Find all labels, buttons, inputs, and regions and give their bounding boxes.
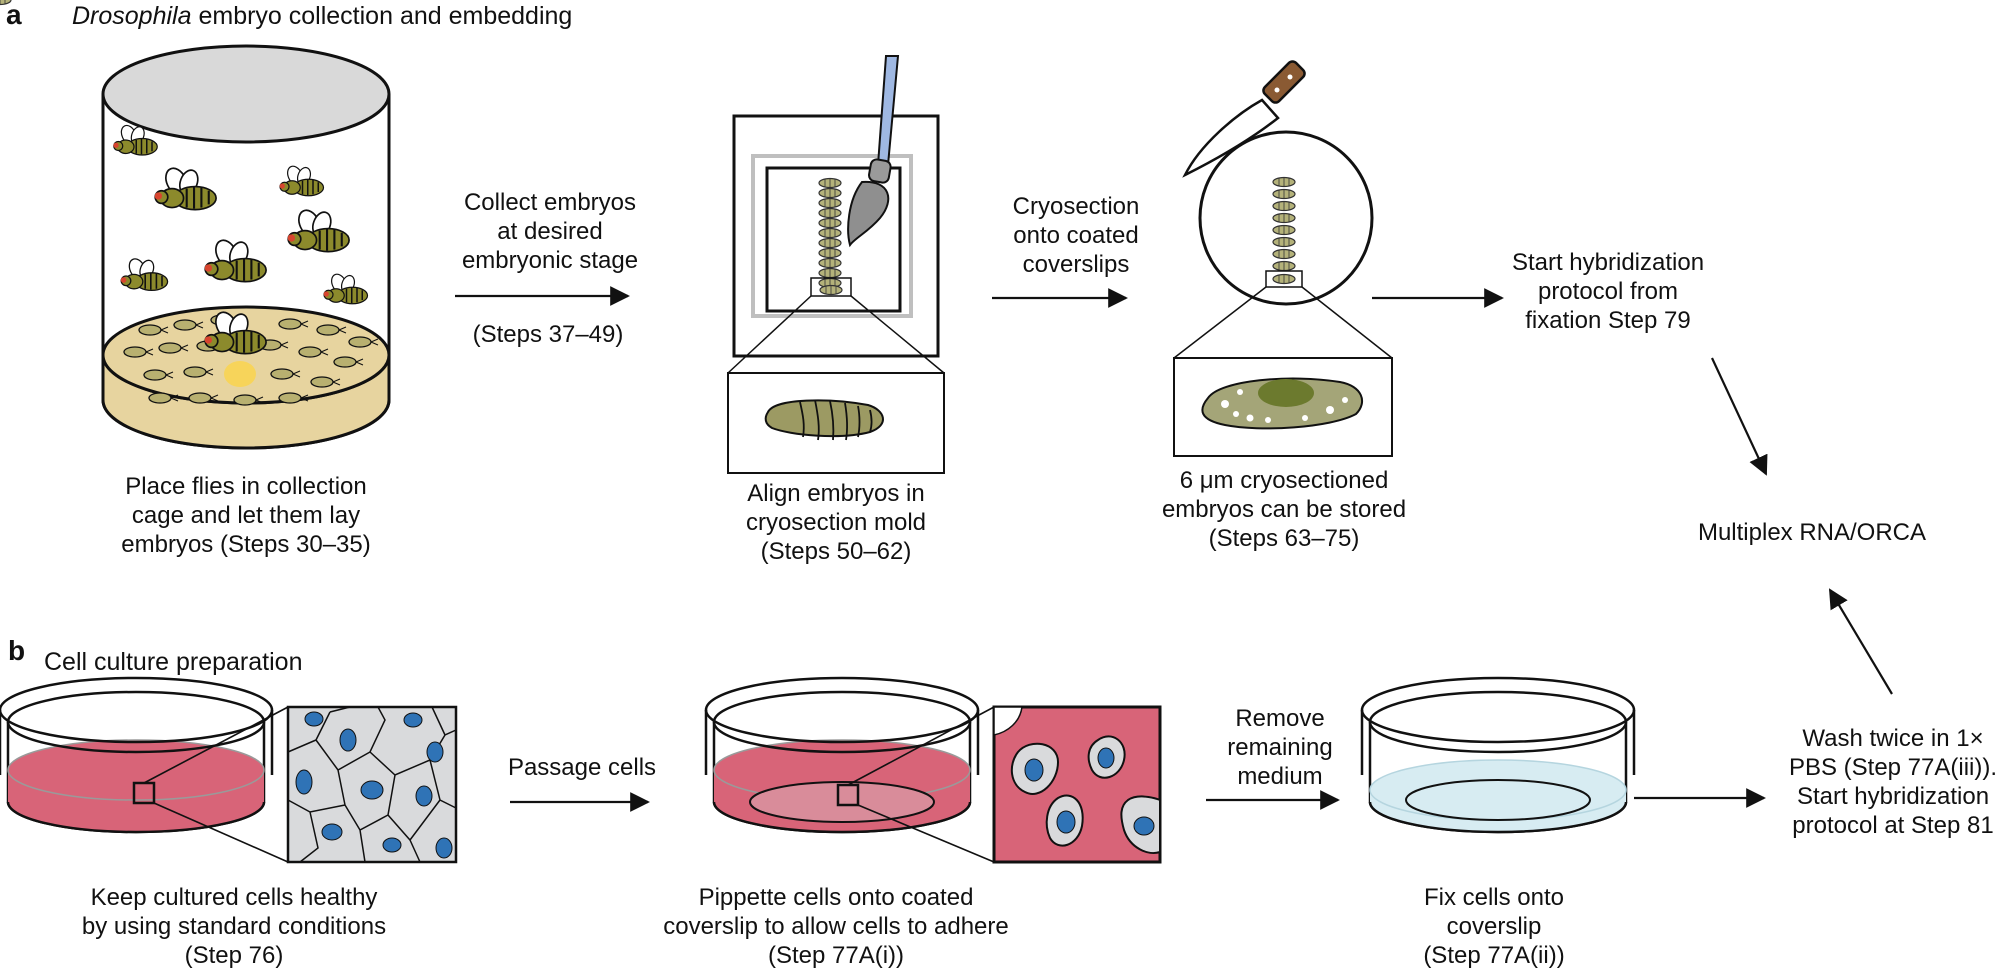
cell-icon	[1120, 795, 1161, 854]
svg-text:Collect embryos: Collect embryos	[464, 189, 636, 216]
svg-text:Fix cells onto: Fix cells onto	[1424, 884, 1564, 911]
svg-text:PBS (Step 77A(iii)).: PBS (Step 77A(iii)).	[1789, 754, 1997, 781]
svg-text:coverslip: coverslip	[1447, 913, 1542, 940]
arrow-a-to-center	[1711, 357, 1768, 476]
section-zoom-box	[1173, 357, 1393, 457]
svg-text:Remove: Remove	[1235, 705, 1324, 732]
panel-b-step1-caption: Keep cultured cells healthy by using sta…	[82, 884, 386, 969]
svg-text:(Steps 37–49): (Steps 37–49)	[473, 321, 624, 348]
svg-text:Cryosection: Cryosection	[1013, 193, 1140, 220]
panel-b-step2-caption: Pippette cells onto coated coverslip to …	[663, 884, 1009, 969]
svg-text:Align embryos in: Align embryos in	[747, 480, 924, 507]
multiplex-label: Multiplex RNA/ORCA	[1698, 519, 1926, 546]
svg-text:(Step 77A(ii)): (Step 77A(ii))	[1423, 942, 1564, 969]
knife-icon	[1182, 60, 1306, 178]
svg-text:remaining: remaining	[1227, 734, 1332, 761]
panel-a-step1-caption: Place flies in collection cage and let t…	[121, 473, 370, 558]
panel-a-step4-caption: Start hybridization protocol from fixati…	[1512, 249, 1704, 334]
panel-b-arrow2-label: Remove remaining medium	[1227, 705, 1332, 790]
svg-text:6 μm cryosectioned: 6 μm cryosectioned	[1180, 467, 1389, 494]
svg-text:coverslip to allow cells to ad: coverslip to allow cells to adhere	[663, 913, 1009, 940]
cell-icon	[1087, 735, 1126, 779]
svg-text:protocol from: protocol from	[1538, 278, 1678, 305]
svg-text:cage and let them lay: cage and let them lay	[132, 502, 360, 529]
fly-cage	[101, 44, 391, 450]
svg-text:Pippette cells onto coated: Pippette cells onto coated	[699, 884, 974, 911]
panel-a-step3-caption: 6 μm cryosectioned embryos can be stored…	[1162, 467, 1406, 552]
svg-text:Keep cultured cells healthy: Keep cultured cells healthy	[91, 884, 378, 911]
panel-a-arrow2-label: Cryosection onto coated coverslips	[1013, 193, 1140, 278]
panel-a-arrow1-label: Collect embryos at desired embryonic sta…	[462, 189, 638, 348]
svg-text:embryos can be stored: embryos can be stored	[1162, 496, 1406, 523]
petri-dish-icon	[1360, 676, 1636, 834]
svg-text:onto coated: onto coated	[1013, 222, 1138, 249]
cryosection-mold	[732, 114, 940, 358]
svg-text:Start hybridization: Start hybridization	[1797, 783, 1989, 810]
svg-text:Wash twice in 1×: Wash twice in 1×	[1802, 725, 1983, 752]
svg-text:protocol at Step 81: protocol at Step 81	[1792, 812, 1993, 839]
panel-a-step2-caption: Align embryos in cryosection mold (Steps…	[746, 480, 926, 565]
svg-text:embryos (Steps 30–35): embryos (Steps 30–35)	[121, 531, 370, 558]
svg-text:(Steps 50–62): (Steps 50–62)	[761, 538, 912, 565]
svg-text:medium: medium	[1237, 763, 1322, 790]
embryo-zoom-box	[727, 372, 945, 474]
svg-text:embryonic stage: embryonic stage	[462, 247, 638, 274]
coated-coverslip	[0, 0, 1374, 306]
petri-dish-icon	[704, 676, 980, 834]
panel-b-step4-caption: Wash twice in 1× PBS (Step 77A(iii)). St…	[1789, 725, 1997, 839]
cell-icon	[1010, 742, 1060, 795]
panel-a-letter: a	[6, 0, 22, 30]
paintbrush-icon	[847, 55, 900, 248]
panel-b-letter: b	[8, 635, 25, 666]
petri-dish-icon	[0, 676, 274, 834]
panel-b-step3-caption: Fix cells onto coverslip (Step 77A(ii))	[1423, 884, 1564, 969]
panel-b-arrow1-label: Passage cells	[508, 754, 656, 781]
svg-text:cryosection mold: cryosection mold	[746, 509, 926, 536]
panel-b-title: Cell culture preparation	[44, 648, 302, 676]
confluent-cells-zoom	[286, 705, 458, 864]
svg-text:coverslips: coverslips	[1023, 251, 1130, 278]
embryo-column	[818, 177, 842, 289]
svg-text:by using standard conditions: by using standard conditions	[82, 913, 386, 940]
panel-a-title: Drosophila embryo collection and embeddi…	[72, 2, 572, 30]
svg-text:at desired: at desired	[497, 218, 602, 245]
svg-text:(Steps 63–75): (Steps 63–75)	[1209, 525, 1360, 552]
svg-text:fixation Step 79: fixation Step 79	[1525, 307, 1690, 334]
svg-text:(Step 77A(i)): (Step 77A(i))	[768, 942, 904, 969]
cell-icon	[1045, 794, 1084, 847]
svg-text:Place flies in collection: Place flies in collection	[125, 473, 366, 500]
arrow-b-to-center	[1828, 588, 1893, 695]
svg-text:(Step 76): (Step 76)	[185, 942, 284, 969]
adhered-cells-zoom	[992, 705, 1162, 864]
svg-text:Start hybridization: Start hybridization	[1512, 249, 1704, 276]
